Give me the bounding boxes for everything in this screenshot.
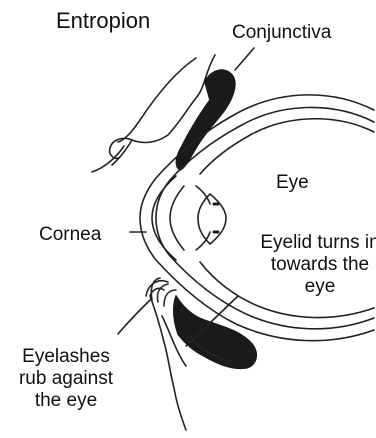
eyelid-turns-label: Eyelid turns in towards the eye [256,232,376,298]
conjunctiva-label: Conjunctiva [232,22,331,44]
lens [198,194,226,244]
eyelashes-rub-label: Eyelashes rub against the eye [10,346,122,412]
cornea-label: Cornea [39,224,101,246]
diagram-title: Entropion [56,8,150,34]
lower-conjunctiva [174,296,256,368]
eye-label: Eye [276,172,309,194]
